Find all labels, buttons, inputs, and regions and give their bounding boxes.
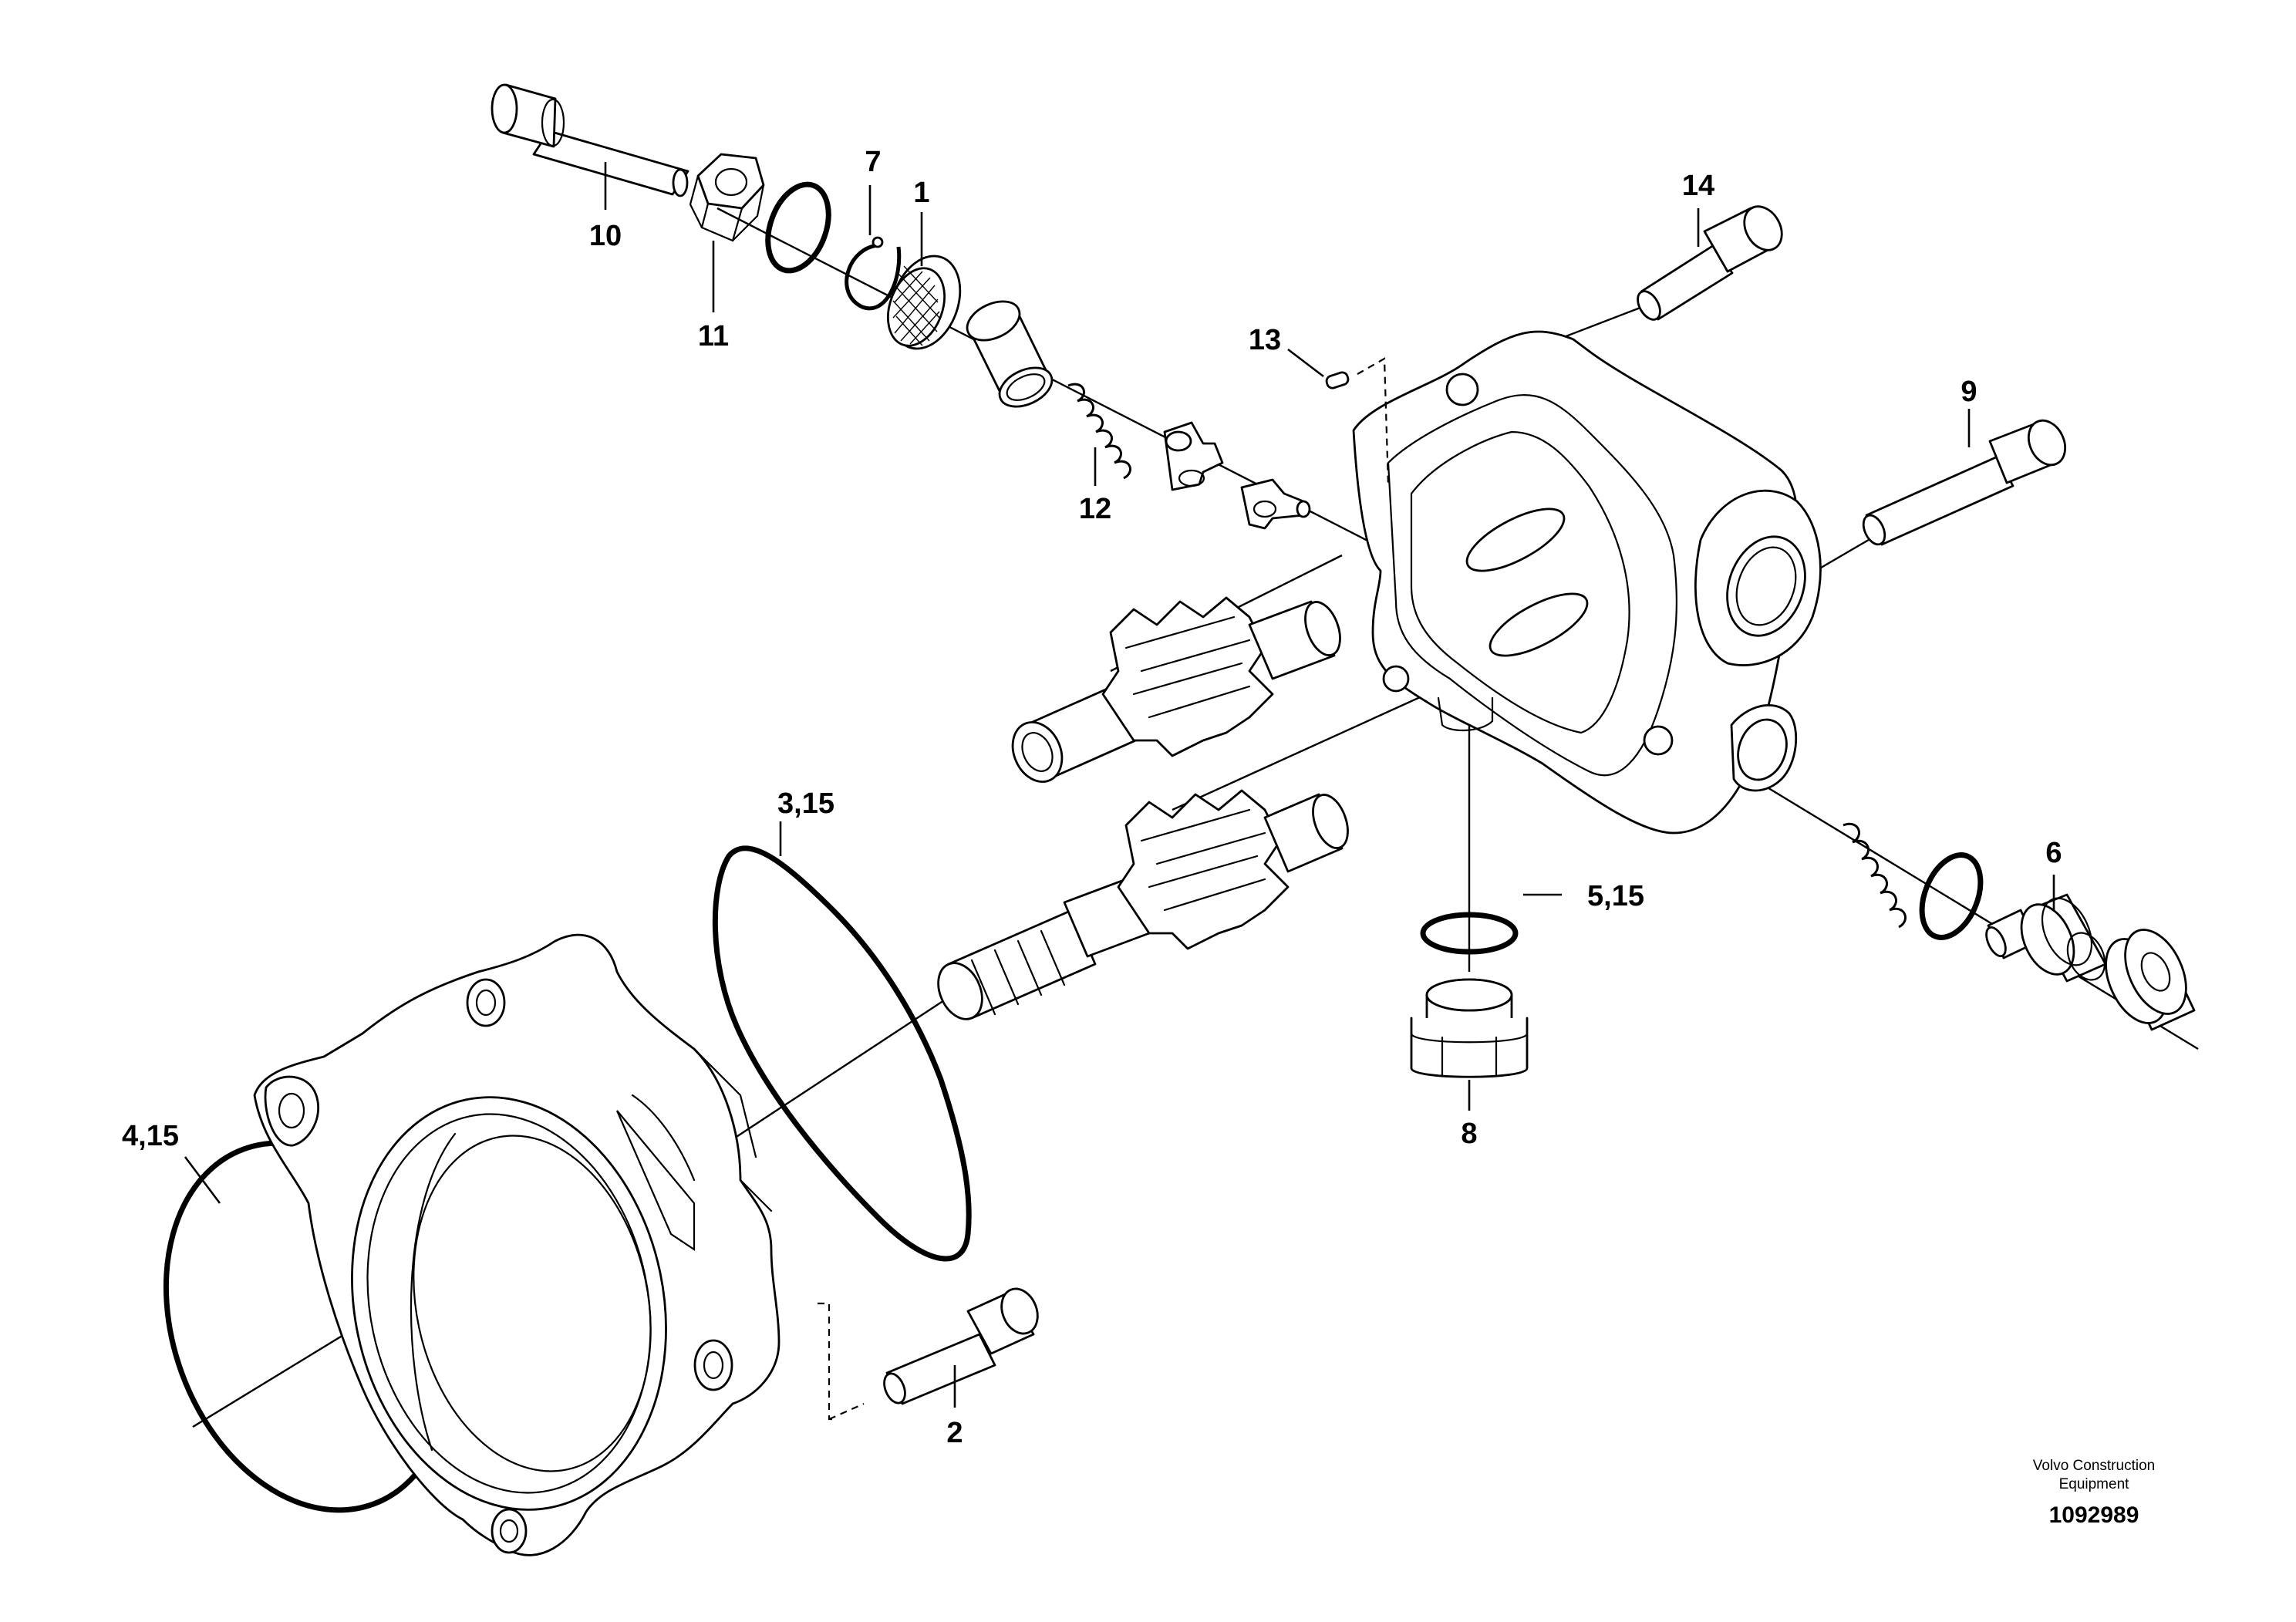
- callout-13: 13: [1249, 324, 1281, 356]
- spring-part-12: [1067, 383, 1131, 480]
- relief-valve-part-6: [1985, 893, 2107, 983]
- callout-14: 14: [1682, 170, 1714, 202]
- alignment-dashes: [818, 357, 1390, 1421]
- o-ring-small-1: [765, 181, 831, 274]
- plug-part-8: [1410, 978, 1529, 1078]
- washer: [2105, 929, 2196, 1031]
- seal-part-3-15: [712, 845, 972, 1262]
- callout-3-15: 3,15: [777, 787, 834, 820]
- callout-5-15: 5,15: [1587, 880, 1644, 912]
- callout-4-15: 4,15: [122, 1120, 179, 1152]
- callout-6: 6: [2045, 837, 2062, 869]
- pump-cover-housing: [1352, 330, 1822, 835]
- callout-10: 10: [589, 220, 622, 252]
- callout-8: 8: [1461, 1118, 1477, 1150]
- pump-body-housing: [253, 933, 781, 1556]
- o-ring-part-5-15: [1420, 912, 1519, 955]
- callout-1: 1: [913, 177, 929, 209]
- o-ring-small-2: [1919, 852, 1984, 940]
- bolt-part-14: [1637, 205, 1783, 321]
- hex-nut-part-11: [689, 153, 765, 242]
- credit-block: Volvo Construction Equipment 1092989: [2033, 1458, 2155, 1528]
- upper-gear-shaft: [1011, 596, 1341, 783]
- leader-lines: [184, 162, 2055, 1408]
- callout-9: 9: [1961, 376, 1977, 408]
- bolt-part-2: [883, 1287, 1039, 1405]
- callout-labels: 1 7 10 11 12 13 14 9 6 5,15 3,15 4,15 8 …: [122, 146, 2062, 1449]
- bolt-part-9: [1862, 419, 2067, 546]
- valve-poppet: [1163, 421, 1224, 491]
- pilot-valve-pin: [1240, 478, 1311, 530]
- callout-2: 2: [946, 1417, 963, 1449]
- sleeve-bushing: [966, 300, 1054, 408]
- callout-11: 11: [698, 320, 729, 352]
- filter-screen-part-1: [887, 255, 962, 350]
- drive-gear-shaft: [937, 789, 1349, 1020]
- document-number: 1092989: [2049, 1502, 2139, 1528]
- callout-12: 12: [1079, 493, 1111, 525]
- snap-ring-part-7: [845, 236, 902, 311]
- credit-line-1: Volvo Construction: [2033, 1458, 2155, 1474]
- bolt-long-part-10: [491, 83, 689, 197]
- dowel-pin-part-13: [1325, 371, 1350, 389]
- relief-spring: [1843, 822, 1907, 929]
- credit-line-2: Equipment: [2059, 1476, 2130, 1492]
- callout-7: 7: [865, 146, 881, 178]
